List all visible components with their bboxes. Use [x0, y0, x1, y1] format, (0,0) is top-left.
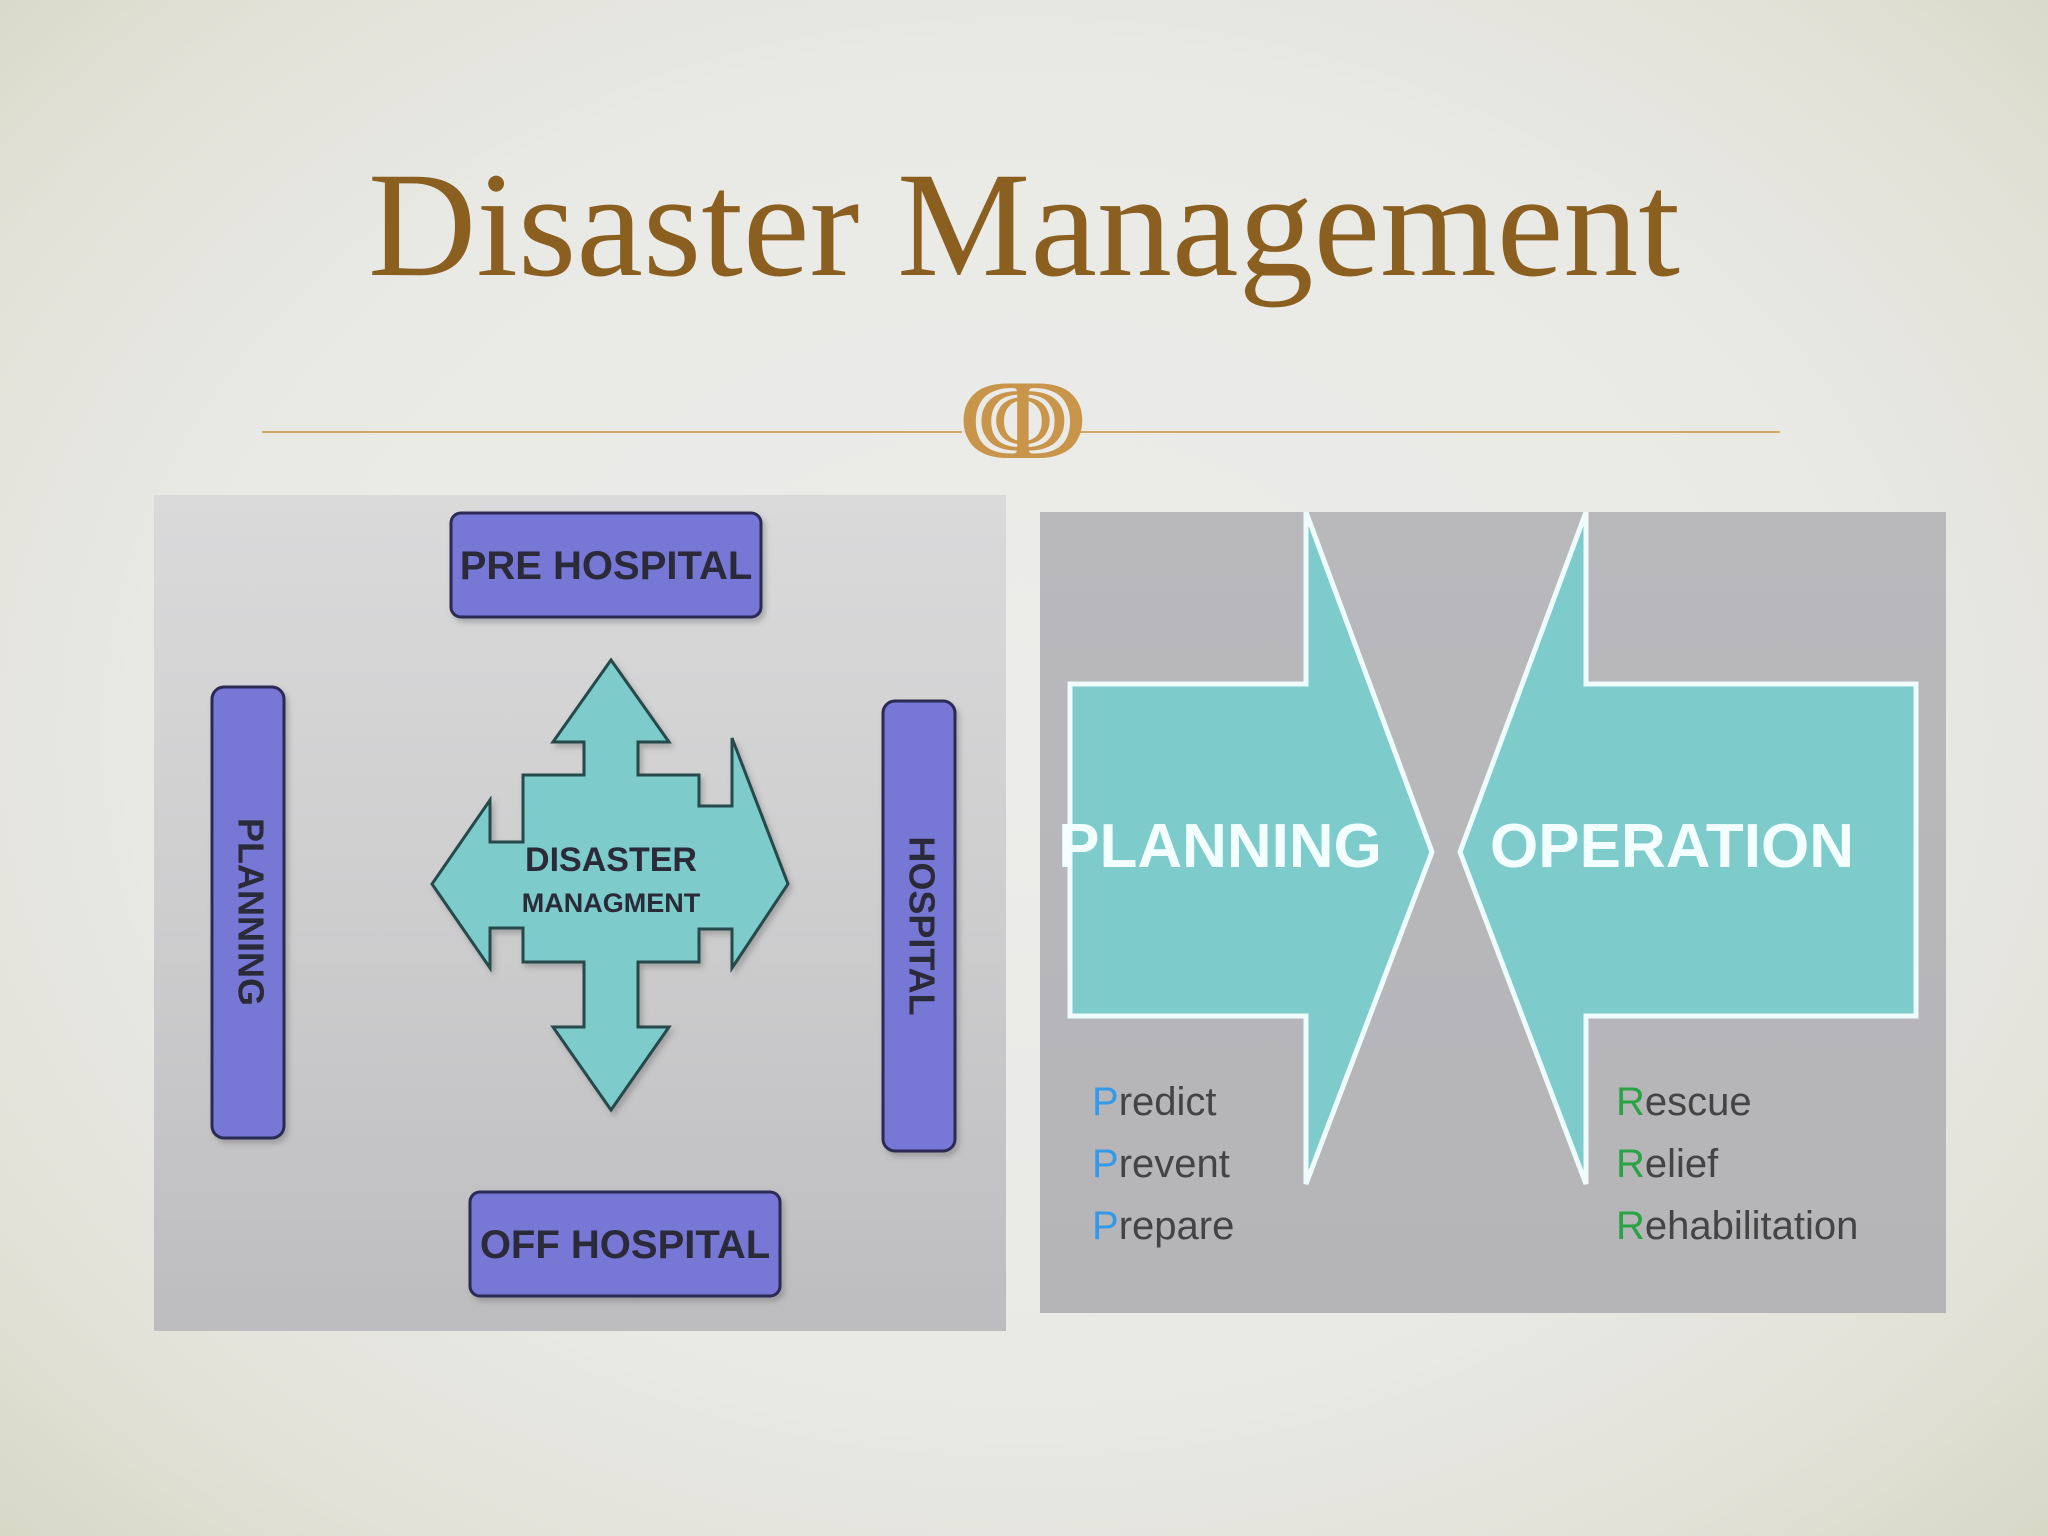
title-divider-left — [262, 431, 962, 433]
pre-hospital-box: PRE HOSPITAL — [449, 511, 763, 619]
disaster-management-diagram-svg: PRE HOSPITAL OFF HOSPITAL PLANNING HOSPI… — [210, 511, 957, 1298]
planning-vertical-label: PLANNING — [230, 818, 271, 1006]
planning-step-prepare: Prepare — [1092, 1204, 1234, 1248]
off-hospital-label: OFF HOSPITAL — [480, 1223, 770, 1267]
operation-step-rescue: Rescue — [1616, 1080, 1752, 1124]
planning-arrow: PLANNING — [1058, 512, 1435, 1185]
management-center-label: MANAGMENT — [522, 888, 701, 918]
disaster-management-diagram: PRE HOSPITAL OFF HOSPITAL PLANNING HOSPI… — [154, 495, 1006, 1331]
ornament-icon: ↈ — [961, 355, 1085, 485]
off-hospital-box: OFF HOSPITAL — [468, 1190, 782, 1298]
slide-title: Disaster Management — [367, 142, 1681, 308]
operation-arrow: OPERATION — [1457, 512, 1919, 1185]
pre-hospital-label: PRE HOSPITAL — [460, 544, 753, 588]
planning-step-predict: Predict — [1092, 1080, 1217, 1124]
operation-arrow-label: OPERATION — [1490, 812, 1854, 881]
disaster-center-label: DISASTER — [525, 841, 697, 879]
planning-operation-diagram: PLANNING OPERATION Predict Prevent Prepa… — [1040, 512, 1946, 1313]
operation-step-rehabilitation: Rehabilitation — [1616, 1204, 1858, 1248]
planning-step-list: Predict Prevent Prepare — [1092, 1080, 1234, 1248]
operation-step-list: Rescue Relief Rehabilitation — [1616, 1080, 1858, 1248]
planning-arrow-label: PLANNING — [1058, 812, 1382, 881]
four-way-arrow: DISASTER MANAGMENT — [430, 657, 790, 1113]
title-divider-right — [1070, 431, 1780, 433]
planning-box: PLANNING — [210, 685, 286, 1140]
hospital-vertical-label: HOSPITAL — [901, 836, 942, 1015]
planning-step-prevent: Prevent — [1092, 1142, 1230, 1186]
hospital-box: HOSPITAL — [881, 699, 957, 1153]
operation-step-relief: Relief — [1616, 1142, 1719, 1186]
planning-operation-diagram-svg: PLANNING OPERATION Predict Prevent Prepa… — [1058, 512, 1919, 1248]
